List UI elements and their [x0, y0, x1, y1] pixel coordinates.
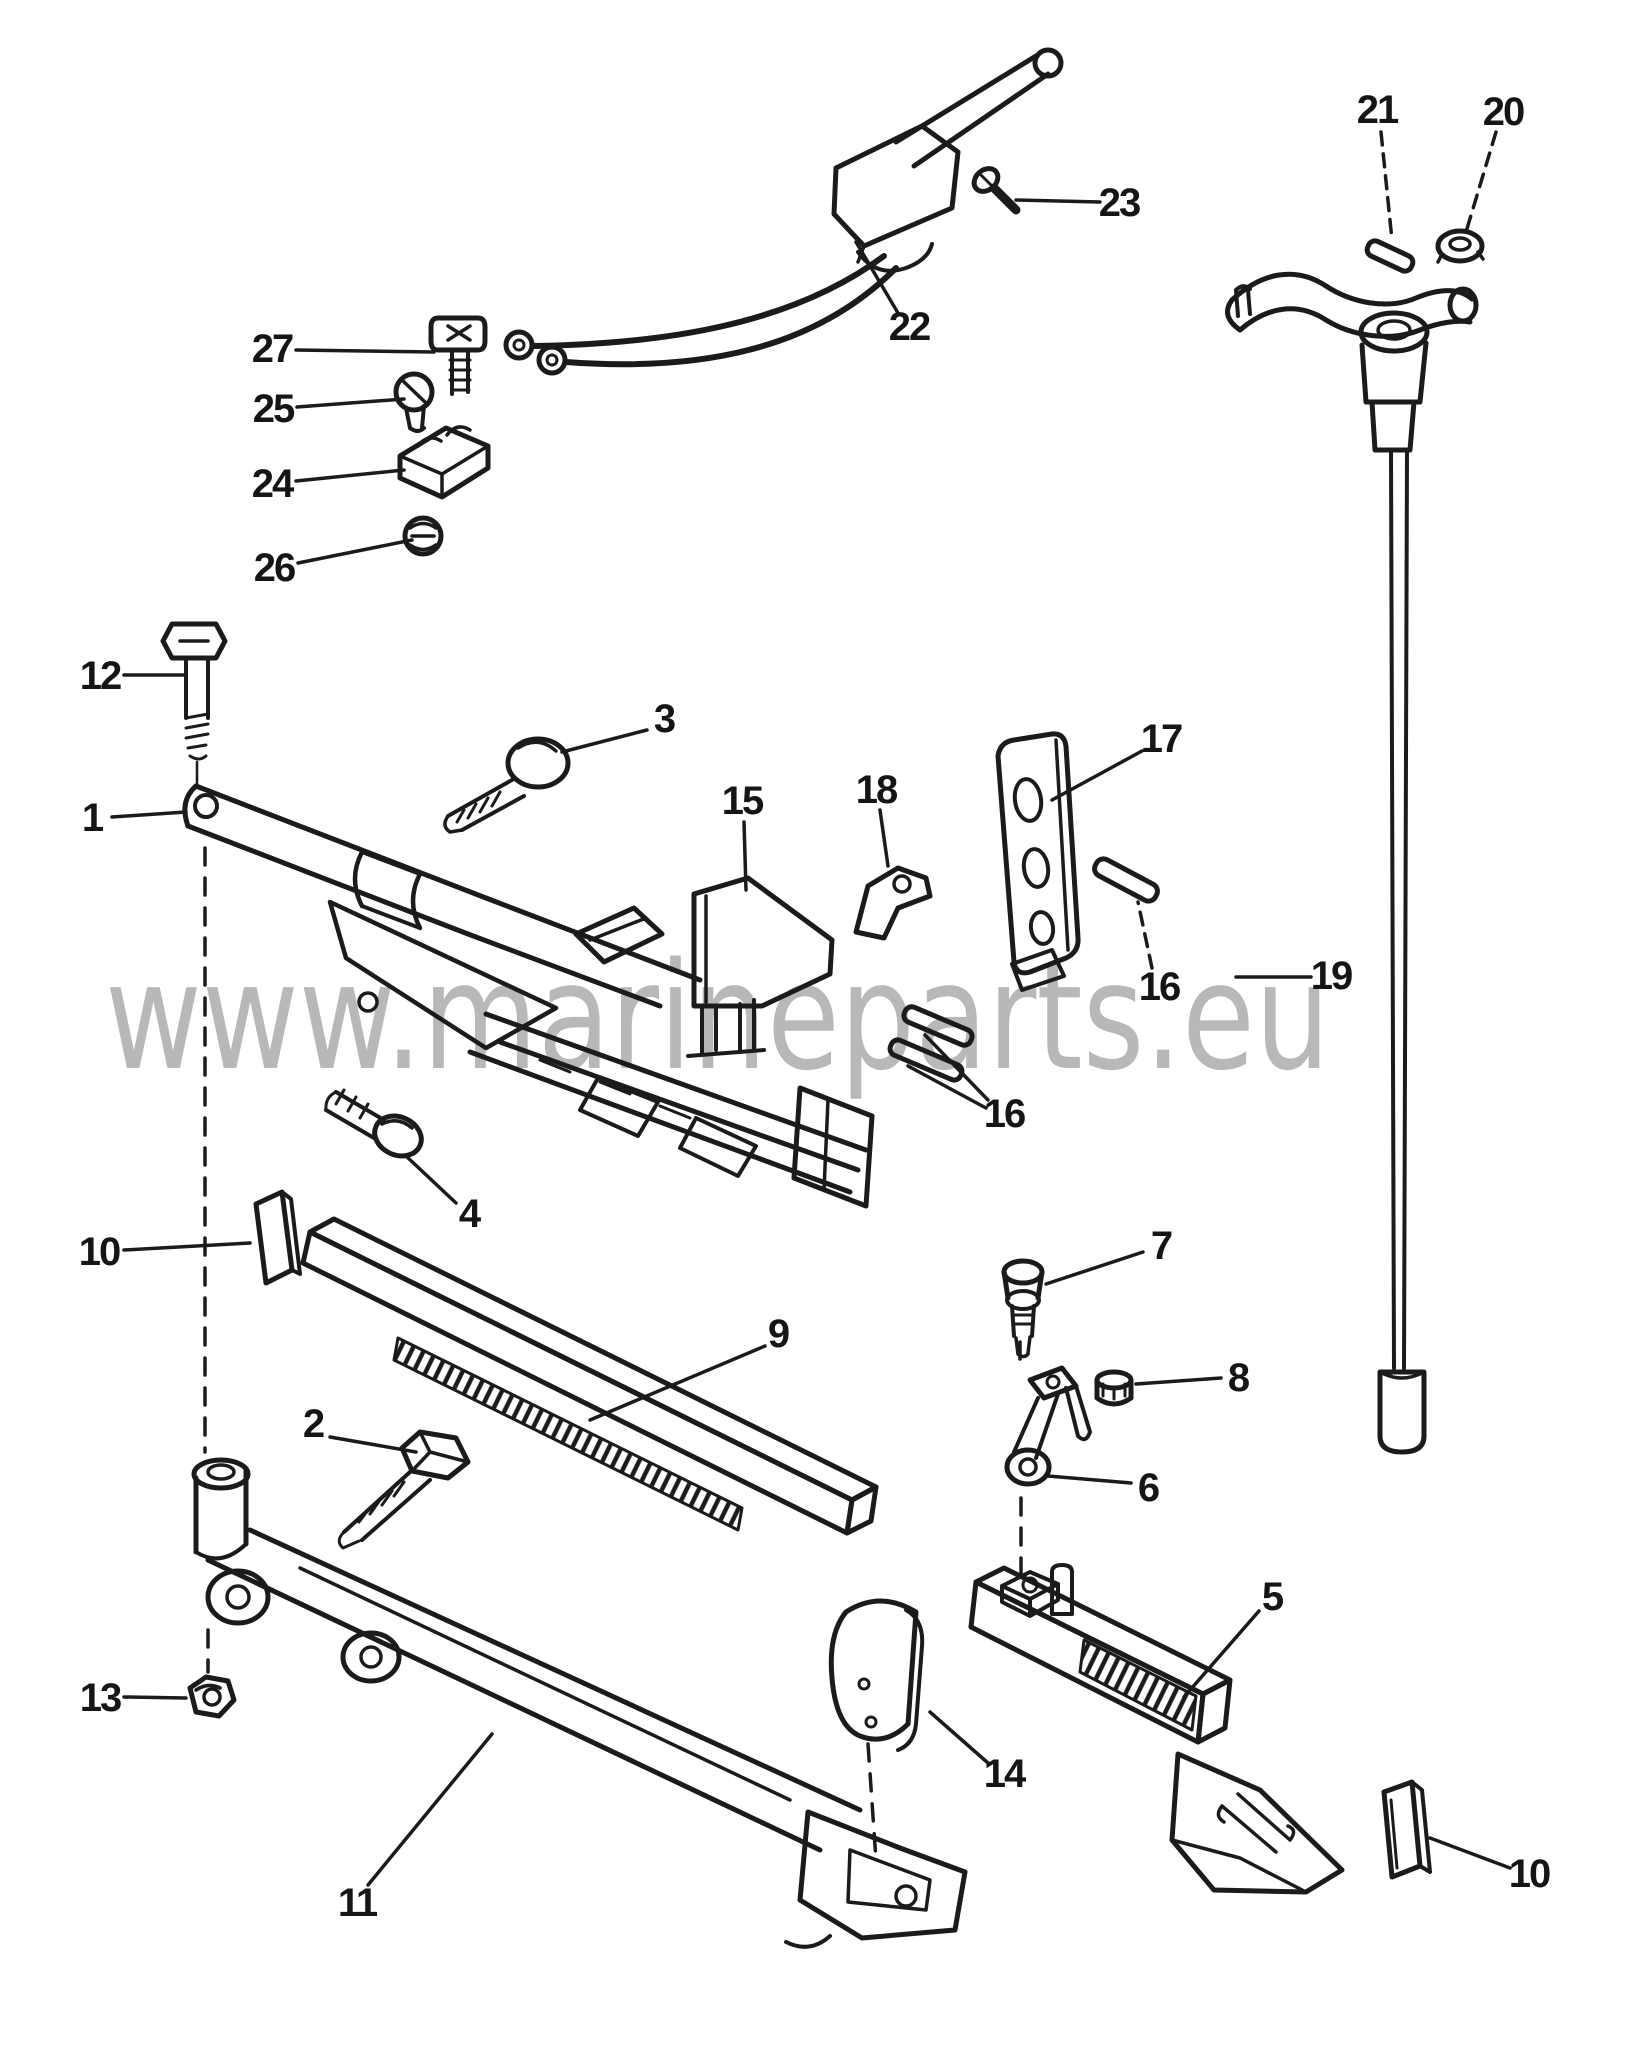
- part-1-steering-arm-bracket: [182, 783, 875, 1209]
- callout-label-8: 8: [1228, 1356, 1250, 1400]
- callout-leader-10a: [122, 1241, 252, 1252]
- callout-leader-8: [1134, 1376, 1223, 1386]
- part-5-channel-bar: [968, 1563, 1345, 1895]
- part-18-lever: [853, 865, 933, 941]
- callout-leader-16a: [1136, 900, 1154, 970]
- part-16-pin-upper: [1092, 856, 1160, 904]
- callout-leader-21: [1379, 130, 1394, 242]
- callout-leader-24: [294, 468, 406, 483]
- callout-label-23: 23: [1099, 181, 1140, 225]
- callout-label-21: 21: [1357, 88, 1399, 132]
- callouts-layer: 1234567891010111213141516161718192021222…: [79, 88, 1552, 1925]
- callout-label-19: 19: [1311, 954, 1352, 998]
- part-17-side-plate: [995, 731, 1081, 992]
- part-22-stop-switch: [503, 47, 1064, 376]
- callout-label-11: 11: [338, 1881, 378, 1925]
- part-6-link: [1004, 1365, 1092, 1487]
- callout-label-20: 20: [1483, 90, 1524, 134]
- callout-label-17: 17: [1141, 717, 1182, 761]
- callout-label-9: 9: [768, 1312, 789, 1356]
- part-7-plunger: [1001, 1258, 1045, 1359]
- part-11-lower-arm: [191, 1457, 968, 1949]
- callout-label-25: 25: [253, 387, 295, 431]
- callout-leader-3: [560, 728, 649, 754]
- callout-leader-16b-1: [923, 1033, 990, 1102]
- part-12-bolt: [160, 621, 228, 790]
- part-9-channel-bar: [300, 1216, 879, 1536]
- callout-leader-13: [122, 1695, 188, 1700]
- part-4-bolt: [324, 1088, 424, 1159]
- callout-leader-17: [1050, 749, 1144, 802]
- part-21-pin: [1364, 238, 1416, 274]
- callout-leader-23: [1014, 198, 1102, 204]
- callout-leader-11: [366, 1732, 494, 1887]
- part-10-pad-lower: [1381, 1779, 1432, 1880]
- callout-label-2: 2: [303, 1402, 324, 1446]
- callout-leader-14: [928, 1710, 990, 1765]
- callout-leader-10b: [1428, 1836, 1512, 1870]
- part-16-pins-lower: [887, 1004, 975, 1083]
- callout-leader-2: [328, 1435, 418, 1454]
- part-24-cable-clamp: [397, 425, 491, 500]
- callout-label-5: 5: [1262, 1575, 1284, 1619]
- callout-label-26: 26: [254, 546, 295, 590]
- callout-label-10b: 10: [1509, 1852, 1550, 1896]
- part-8-bushing: [1094, 1369, 1134, 1407]
- callout-label-16b: 16: [984, 1092, 1025, 1136]
- callout-label-18: 18: [856, 768, 898, 812]
- part-20-nut: [1435, 228, 1485, 264]
- callout-leader-25: [295, 397, 406, 409]
- callout-label-14: 14: [984, 1752, 1027, 1796]
- part-3-bolt: [443, 736, 571, 834]
- callout-leader-15: [742, 820, 748, 892]
- part-25-screw: [393, 371, 435, 433]
- callout-label-10a: 10: [79, 1230, 120, 1274]
- callout-label-16a: 16: [1139, 965, 1180, 1009]
- callout-label-7: 7: [1151, 1224, 1172, 1268]
- callout-label-6: 6: [1138, 1466, 1159, 1510]
- callout-label-3: 3: [654, 697, 675, 741]
- callout-leader-16b-2: [906, 1064, 988, 1110]
- callout-label-4: 4: [459, 1192, 482, 1236]
- part-27-bolt: [428, 315, 488, 396]
- part-23-screw: [971, 166, 1021, 215]
- part-14-pad: [828, 1598, 925, 1752]
- callout-leader-9: [588, 1344, 767, 1422]
- callout-leader-4: [404, 1154, 458, 1205]
- callout-leader-26: [296, 538, 414, 565]
- callout-label-12: 12: [80, 654, 121, 698]
- callout-label-1: 1: [82, 796, 104, 840]
- parts-layer: [160, 47, 1485, 1949]
- callout-leader-6: [1046, 1474, 1133, 1485]
- part-26-nut: [402, 515, 444, 557]
- callout-leader-27: [294, 348, 436, 354]
- callout-label-24: 24: [252, 462, 295, 506]
- callout-leader-20: [1464, 130, 1498, 234]
- part-19-steering-shaft: [1225, 271, 1479, 1455]
- callout-label-15: 15: [722, 779, 764, 823]
- callout-leader-1: [110, 810, 188, 819]
- part-13-nut: [187, 1674, 237, 1719]
- callout-label-13: 13: [80, 1676, 121, 1720]
- callout-leader-5: [1182, 1609, 1261, 1699]
- callout-leader-7: [1044, 1250, 1145, 1286]
- callout-label-22: 22: [889, 305, 930, 349]
- callout-label-27: 27: [252, 327, 293, 371]
- part-15-bracket: [686, 875, 835, 1058]
- callout-leader-18: [878, 808, 890, 868]
- part-10-pad-upper: [253, 1189, 302, 1286]
- callout-leader-22: [854, 240, 900, 315]
